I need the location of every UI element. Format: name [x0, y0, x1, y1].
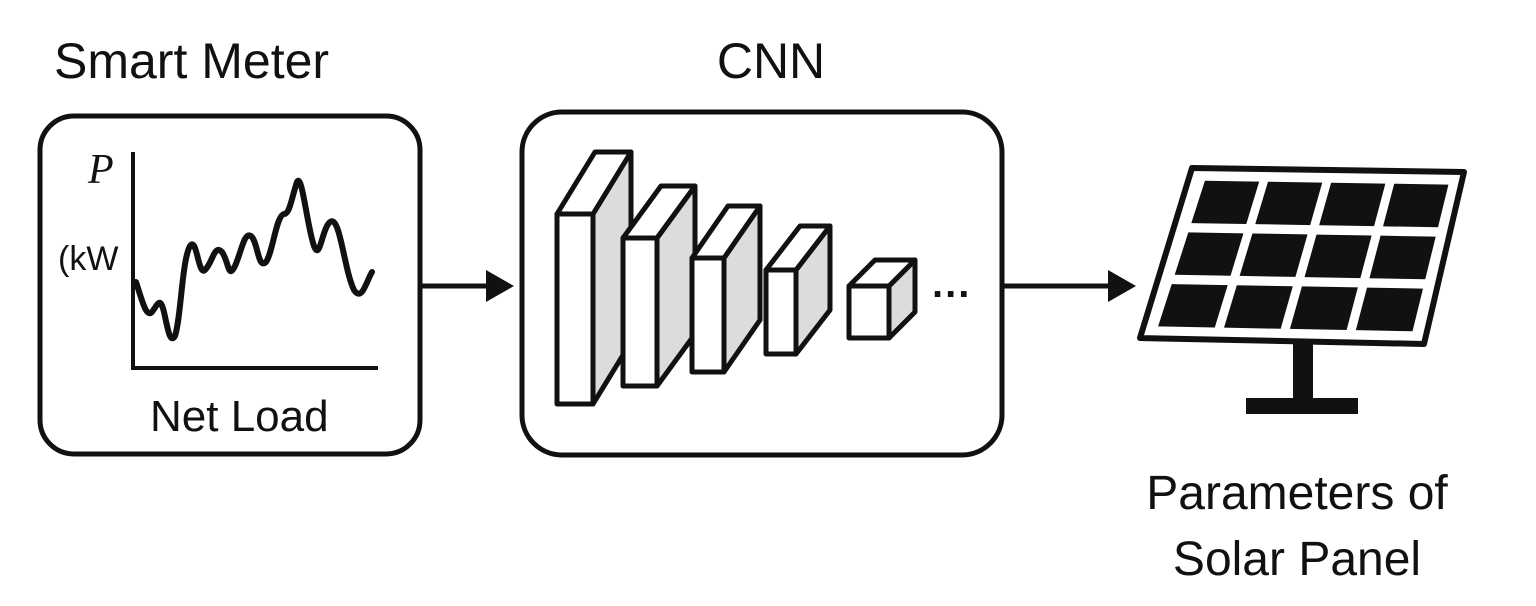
solar-cell [1304, 234, 1372, 279]
solar-cell [1255, 181, 1323, 226]
cnn-layer-block [763, 223, 833, 357]
solar-cell [1319, 182, 1386, 227]
y-axis-unit: (kW [58, 240, 119, 278]
output-label-line1: Parameters of [1146, 467, 1448, 520]
cnn-ellipsis: ... [932, 262, 972, 306]
layer-front-face [846, 283, 892, 341]
arrow-icon [1004, 270, 1136, 302]
layer-front-face [554, 211, 596, 407]
output-label-line2: Solar Panel [1172, 533, 1422, 586]
solar-cell [1158, 284, 1228, 328]
solar-cell [1191, 180, 1260, 225]
cnn-layer-block [620, 183, 698, 389]
cnn-layer-block [846, 257, 918, 341]
solar-cell [1383, 183, 1449, 228]
arrow-icon [422, 270, 514, 302]
panel-cells [1158, 180, 1449, 332]
smart-meter-title: Smart Meter [54, 33, 330, 89]
layer-front-face [689, 255, 727, 375]
cnn-layers-icon [554, 149, 918, 407]
layer-front-face [763, 267, 799, 357]
panel-stand-pole [1293, 340, 1313, 402]
solar-cell [1224, 285, 1293, 329]
solar-cell [1239, 233, 1308, 277]
solar-cell [1289, 286, 1358, 330]
solar-cell [1355, 287, 1423, 332]
layer-front-face [620, 235, 660, 389]
line-graph-icon [131, 152, 378, 370]
cnn-layer-block [689, 203, 763, 375]
net-load-caption: Net Load [150, 392, 329, 441]
solar-cell [1369, 235, 1436, 280]
panel-stand-base [1246, 398, 1358, 414]
cnn-title: CNN [716, 33, 826, 89]
solar-cell [1174, 232, 1244, 276]
net-load-curve [133, 177, 375, 342]
y-axis-symbol: P [88, 147, 114, 193]
solar-panel-icon [1137, 165, 1467, 414]
